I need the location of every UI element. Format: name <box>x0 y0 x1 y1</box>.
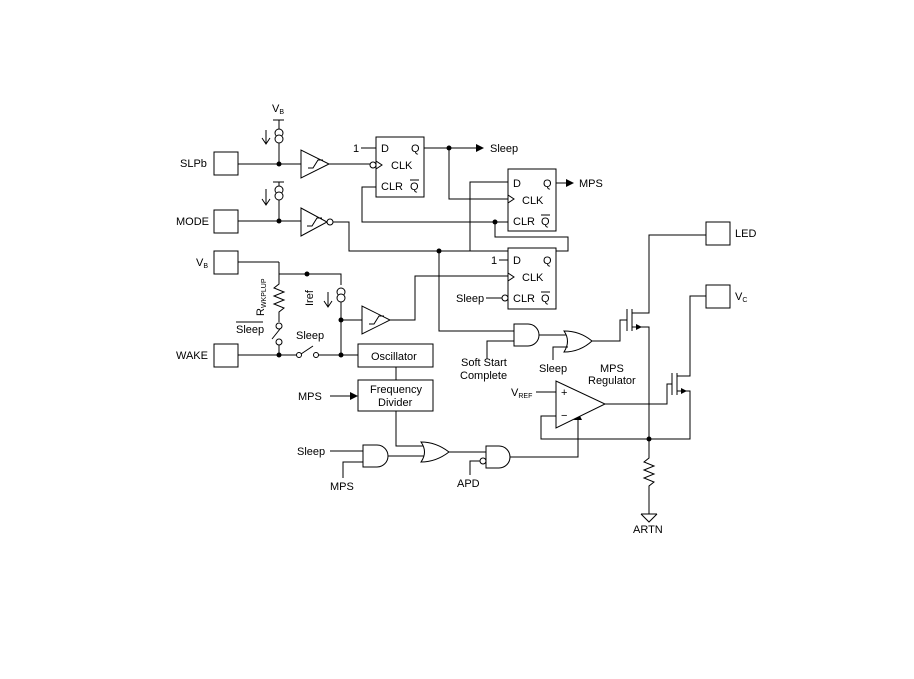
wake-pin <box>213 343 239 368</box>
svg-text:Soft Start: Soft Start <box>461 357 507 369</box>
led-pin <box>705 221 731 246</box>
vc-pin-label: VC <box>735 291 747 304</box>
svg-text:D: D <box>381 143 389 155</box>
svg-text:+: + <box>561 387 567 399</box>
flipflop-1 <box>375 136 425 198</box>
flipflop-2 <box>507 168 557 232</box>
vb-pin-label: VB <box>196 257 208 270</box>
rwkpup-label: RWKPLUP <box>255 278 268 316</box>
and-gate-sleep-mps <box>362 444 389 468</box>
svg-text:Oscillator: Oscillator <box>371 351 417 363</box>
sleep-bar-label: Sleep <box>236 324 264 336</box>
vb-pin <box>213 250 239 275</box>
slpb-label: SLPb <box>180 158 207 170</box>
svg-text:Q: Q <box>541 293 550 305</box>
and-gate-softstart <box>513 323 540 347</box>
svg-text:Sleep: Sleep <box>297 446 325 458</box>
svg-text:Q: Q <box>411 143 420 155</box>
mode-label: MODE <box>176 216 209 228</box>
svg-text:1: 1 <box>353 143 359 155</box>
svg-text:APD: APD <box>457 478 480 490</box>
vc-pin <box>705 284 731 309</box>
artn-label: ARTN <box>633 524 663 536</box>
pmos-vc-icon <box>681 388 687 394</box>
svg-text:CLK: CLK <box>391 160 413 172</box>
sleep-clr-label: Sleep <box>456 293 484 305</box>
svg-text:Complete: Complete <box>460 370 507 382</box>
svg-text:Q: Q <box>543 178 552 190</box>
svg-text:MPS: MPS <box>330 481 354 493</box>
resistor-rwkpup <box>272 274 286 322</box>
or-gate-bottom <box>420 441 450 463</box>
mps-regulator-label-1: MPS <box>600 363 624 375</box>
mps-regulator-label-2: Regulator <box>588 375 636 387</box>
svg-text:D: D <box>513 255 521 267</box>
resistor-artn <box>642 439 656 514</box>
arrow-down-icon <box>261 137 271 145</box>
svg-text:CLR: CLR <box>513 216 535 228</box>
sleep-switch-label: Sleep <box>296 330 324 342</box>
svg-text:Q: Q <box>410 181 419 193</box>
svg-text:CLK: CLK <box>522 195 544 207</box>
mode-pin <box>213 209 239 234</box>
sleep-output-label: Sleep <box>490 143 518 155</box>
svg-text:CLR: CLR <box>513 293 535 305</box>
mps-output-label: MPS <box>579 178 603 190</box>
svg-text:Divider: Divider <box>378 397 413 409</box>
mps-regulator-opamp <box>555 380 607 429</box>
iref-label: Iref <box>304 289 316 306</box>
wake-label: WAKE <box>176 350 208 362</box>
and-gate-apd <box>485 445 511 469</box>
svg-text:Q: Q <box>543 255 552 267</box>
or-gate-softstart <box>563 330 593 353</box>
led-label: LED <box>735 228 756 240</box>
svg-text:D: D <box>513 178 521 190</box>
svg-text:Sleep: Sleep <box>539 363 567 375</box>
svg-text:CLK: CLK <box>522 272 544 284</box>
svg-text:1: 1 <box>491 255 497 267</box>
vb-supply-label-1: VB <box>272 103 284 116</box>
svg-text:−: − <box>561 410 567 422</box>
slpb-pin <box>213 151 239 176</box>
flipflop-3 <box>507 247 557 310</box>
svg-text:Frequency: Frequency <box>370 384 422 396</box>
svg-text:Q: Q <box>541 216 550 228</box>
pmos-led-icon <box>636 324 642 330</box>
mps-input-label: MPS <box>298 391 322 403</box>
vref-label: VREF <box>511 387 532 400</box>
svg-text:CLR: CLR <box>381 181 403 193</box>
